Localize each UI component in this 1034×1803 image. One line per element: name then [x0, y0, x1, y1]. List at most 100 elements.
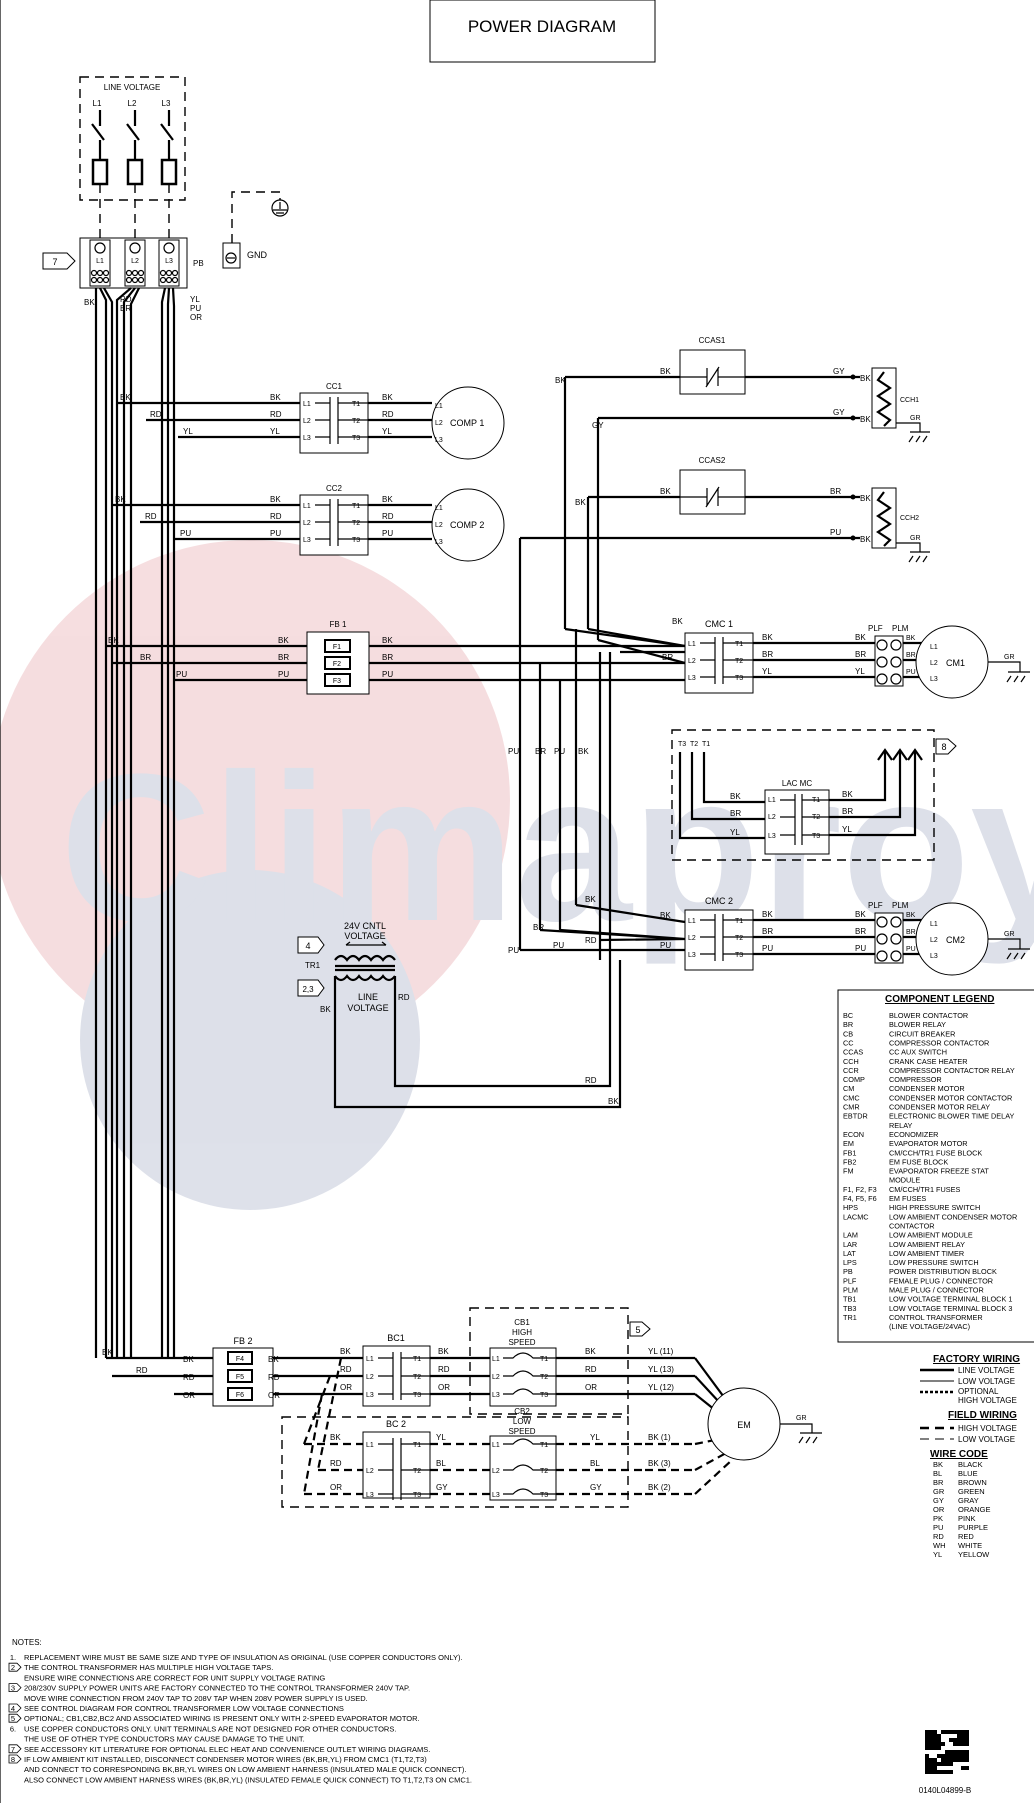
svg-text:PU: PU — [278, 670, 289, 679]
svg-text:BK: BK — [278, 636, 289, 645]
legend-code: TB3 — [843, 1304, 856, 1313]
svg-text:CB1: CB1 — [514, 1318, 530, 1327]
svg-text:BK: BK — [855, 633, 866, 642]
wire-code: RD — [933, 1532, 944, 1541]
legend-code: LAR — [843, 1240, 857, 1249]
svg-text:L2: L2 — [435, 420, 443, 427]
svg-text:LOW VOLTAGE: LOW VOLTAGE — [958, 1377, 1015, 1386]
svg-text:BK: BK — [270, 495, 281, 504]
svg-text:OR: OR — [190, 313, 202, 322]
note-number: 8 — [11, 1755, 15, 1764]
legend-description: EM FUSE BLOCK — [889, 1157, 948, 1166]
cch2-heater: BK BK CCH2 GR — [860, 487, 930, 563]
legend-description: CC AUX SWITCH — [889, 1048, 947, 1057]
wire-code: GR — [933, 1487, 945, 1496]
pb-label: PB — [193, 259, 204, 268]
svg-text:BR: BR — [762, 650, 773, 659]
svg-text:T3: T3 — [735, 675, 743, 682]
svg-text:RD: RD — [183, 1373, 195, 1382]
svg-text:BK: BK — [382, 393, 393, 402]
svg-text:CM2: CM2 — [946, 935, 965, 945]
svg-text:RD: RD — [382, 410, 394, 419]
svg-text:PU: PU — [176, 670, 187, 679]
comp2-label: COMP 2 — [450, 520, 484, 530]
comp-1: L1 L2 L3 COMP 1 — [431, 386, 505, 460]
svg-text:RD: RD — [585, 936, 597, 945]
svg-text:BK: BK — [860, 415, 871, 424]
svg-text:BK: BK — [660, 487, 671, 496]
svg-text:OR: OR — [438, 1383, 450, 1392]
cch1-heater: BK BK CCH1 GR — [860, 367, 930, 443]
svg-text:WIRE CODE: WIRE CODE — [930, 1449, 988, 1460]
cb2-circuit-breaker: CB2 LOW SPEED L1 L2 L3 T1 T2 T3 YL BL GY… — [489, 1407, 733, 1501]
legend-code: PB — [843, 1267, 853, 1276]
legend-description: LOW PRESSURE SWITCH — [889, 1258, 979, 1267]
wire-code: OR — [933, 1505, 945, 1514]
svg-text:RD: RD — [438, 1365, 450, 1374]
svg-text:PLM: PLM — [892, 901, 909, 910]
svg-text:RD: RD — [145, 512, 157, 521]
svg-text:T1: T1 — [352, 503, 360, 510]
svg-text:YL (13): YL (13) — [648, 1365, 674, 1374]
legend-description: COMPRESSOR CONTACTOR — [889, 1038, 989, 1047]
ground-symbol: GND — [222, 191, 289, 269]
legend-description: ELECTRONIC BLOWER TIME DELAY — [889, 1112, 1015, 1121]
note-number: 1. — [10, 1653, 16, 1662]
svg-text:SPEED: SPEED — [508, 1338, 535, 1347]
legend-description: CIRCUIT BREAKER — [889, 1029, 955, 1038]
tr1-transformer: 4 2,3 24V CNTL VOLTAGE TR1 LINE VOLTAGE … — [297, 921, 622, 1109]
svg-text:RD: RD — [585, 1076, 597, 1085]
svg-text:BK (3): BK (3) — [648, 1459, 671, 1468]
note-text: MOVE WIRE CONNECTION FROM 240V TAP TO 20… — [24, 1694, 368, 1703]
svg-text:BK: BK — [578, 747, 589, 756]
comp1-label: COMP 1 — [450, 418, 484, 428]
svg-text:CC2: CC2 — [326, 484, 343, 493]
svg-text:T3: T3 — [540, 1492, 548, 1499]
svg-text:F6: F6 — [236, 1392, 244, 1399]
svg-text:BK: BK — [762, 633, 773, 642]
svg-text:BR: BR — [906, 929, 916, 936]
svg-text:CCAS1: CCAS1 — [699, 336, 726, 345]
legend-description: CM/CCH/TR1 FUSE BLOCK — [889, 1148, 982, 1157]
svg-text:PU: PU — [382, 670, 393, 679]
svg-text:YL: YL — [190, 295, 200, 304]
svg-text:BK: BK — [672, 617, 683, 626]
svg-text:2,3: 2,3 — [302, 985, 314, 994]
svg-text:T3: T3 — [352, 435, 360, 442]
note-text: THE USE OF OTHER TYPE CONDUCTORS MAY CAU… — [24, 1735, 305, 1744]
svg-text:BK: BK — [842, 790, 853, 799]
svg-text:T3: T3 — [540, 1392, 548, 1399]
svg-text:BK: BK — [906, 635, 916, 642]
svg-text:L1: L1 — [930, 921, 938, 928]
svg-text:T2: T2 — [352, 520, 360, 527]
svg-text:L3: L3 — [492, 1392, 500, 1399]
fb2-fuse-block: BK RD BK RD OR FB 2 F4 F5 F6 BK RD OR BK… — [102, 1336, 363, 1495]
svg-text:BK: BK — [660, 911, 671, 920]
legend-code: F1, F2, F3 — [843, 1185, 877, 1194]
lac-mc-kit: 8 T3 T2 T1 BK BR YL LAC MC L1 L2 L3 T1 T… — [671, 729, 957, 861]
wire-color: BROWN — [958, 1478, 987, 1487]
note-text: IF LOW AMBIENT KIT INSTALLED, DISCONNECT… — [24, 1755, 427, 1764]
svg-text:L2: L2 — [435, 522, 443, 529]
bc1-contactor: BC1 L1 L2 L3 T1 T2 T3 BK RD OR — [362, 1333, 490, 1407]
legend-description: CONDENSER MOTOR RELAY — [889, 1103, 990, 1112]
legend-description: EM FUSES — [889, 1194, 926, 1203]
wire-color: RED — [958, 1532, 974, 1541]
svg-text:HIGH VOLTAGE: HIGH VOLTAGE — [958, 1424, 1017, 1433]
legend-code: LPS — [843, 1258, 857, 1267]
svg-text:7: 7 — [52, 257, 57, 267]
svg-text:T3: T3 — [678, 741, 686, 748]
legend-code: CC — [843, 1038, 854, 1047]
svg-text:RD: RD — [398, 993, 410, 1002]
svg-text:HIGH: HIGH — [512, 1328, 532, 1337]
svg-text:GR: GR — [1004, 931, 1015, 938]
svg-text:L3: L3 — [303, 435, 311, 442]
legend-description: CONDENSER MOTOR CONTACTOR — [889, 1093, 1012, 1102]
legend-description: BLOWER CONTACTOR — [889, 1011, 968, 1020]
legend-code: F4, F5, F6 — [843, 1194, 877, 1203]
legend-code: ECON — [843, 1130, 864, 1139]
wire-code: BL — [933, 1469, 942, 1478]
svg-text:BC 2: BC 2 — [386, 1419, 406, 1429]
legend-code: LACMC — [843, 1212, 869, 1221]
svg-text:YL: YL — [436, 1433, 446, 1442]
